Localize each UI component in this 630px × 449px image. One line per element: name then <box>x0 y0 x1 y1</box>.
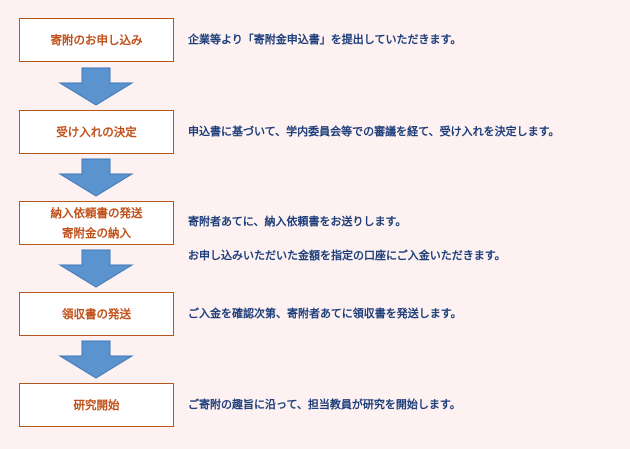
step-description-application: 企業等より「寄附金申込書」を提出していただきます。 <box>188 33 462 46</box>
step-title-line-2: 寄附金の納入 <box>62 226 131 240</box>
step-title: 寄附のお申し込み <box>50 33 143 47</box>
step-box-acceptance: 受け入れの決定 <box>19 110 174 154</box>
step-title: 研究開始 <box>73 398 120 412</box>
step-description-payment: お申し込みいただいた金額を指定の口座にご入金いただきます。 <box>188 249 506 262</box>
step-title: 領収書の発送 <box>62 307 131 321</box>
step-box-receipt: 領収書の発送 <box>19 292 174 336</box>
step-title: 受け入れの決定 <box>56 125 137 139</box>
down-arrow-icon <box>58 340 134 379</box>
step-box-research-start: 研究開始 <box>19 383 174 427</box>
step-description-payment-request: 寄附者あてに、納入依頼書をお送りします。 <box>188 215 407 228</box>
step-description-receipt: ご入金を確認次第、寄附者あてに領収書を発送します。 <box>188 307 462 320</box>
down-arrow-icon <box>58 249 134 288</box>
step-box-application: 寄附のお申し込み <box>19 18 174 62</box>
down-arrow-icon <box>58 67 134 106</box>
step-description-acceptance: 申込書に基づいて、学内委員会等での審議を経て、受け入れを決定します。 <box>188 125 560 138</box>
step-box-payment-request: 納入依頼書の発送 寄附金の納入 <box>19 201 174 245</box>
step-title-line-1: 納入依頼書の発送 <box>50 206 143 220</box>
down-arrow-icon <box>58 158 134 197</box>
step-description-research-start: ご寄附の趣旨に沿って、担当教員が研究を開始します。 <box>188 398 461 411</box>
